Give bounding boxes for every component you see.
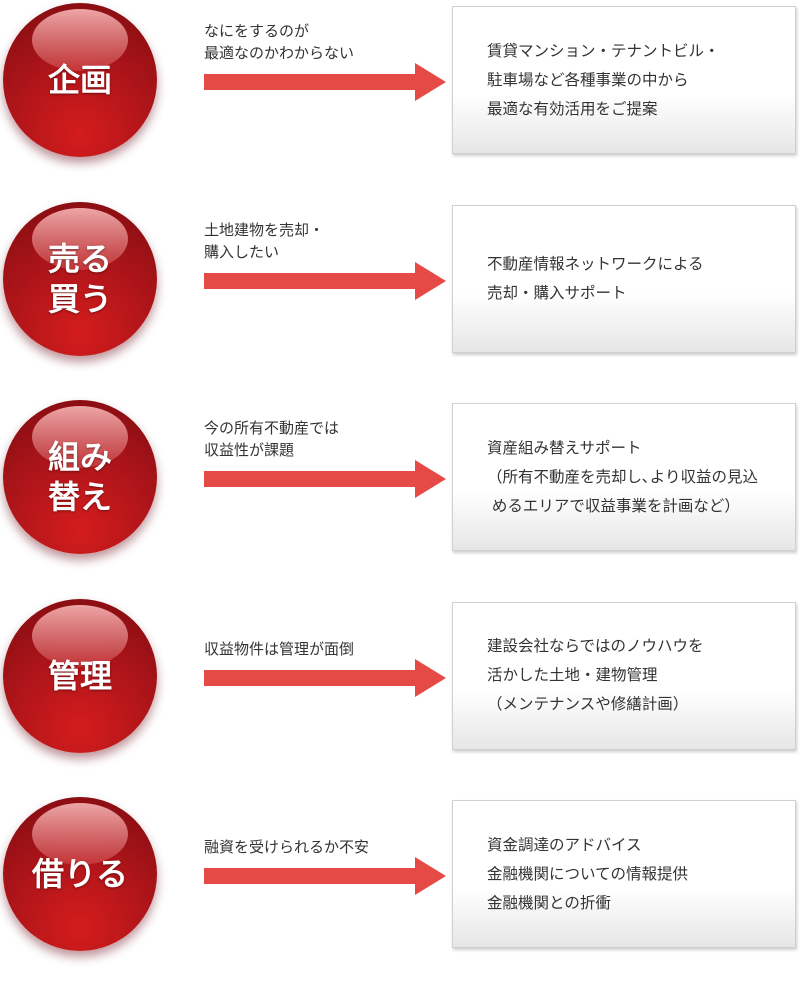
solution-box: 不動産情報ネットワークによる 売却・購入サポート bbox=[452, 204, 796, 353]
category-title: 借りる bbox=[31, 855, 128, 893]
problem-text: 今の所有不動産では 収益性が課題 bbox=[204, 419, 340, 459]
problem-text: なにをするのが 最適なのかわからない bbox=[204, 22, 355, 62]
solution-box: 賃貸マンション・テナントビル・ 駐車場など各種事業の中から 最適な有効活用をご提… bbox=[452, 6, 796, 154]
arrow-right-icon bbox=[204, 261, 446, 300]
solution-box: 建設会社ならではのノウハウを 活かした土地・建物管理 （メンテナンスや修繕計画） bbox=[452, 601, 796, 750]
service-row: 借りる 融資を受けられるか不安 資金調達のアドバイス 金融機関についての情報提供… bbox=[0, 794, 800, 993]
category-title: 組み 替え bbox=[47, 438, 112, 516]
arrow-right-icon bbox=[204, 460, 446, 498]
solution-box: 資金調達のアドバイス 金融機関についての情報提供 金融機関との折衝 bbox=[452, 800, 796, 948]
category-orb: 組み 替え bbox=[3, 400, 157, 554]
arrow-right-icon bbox=[204, 857, 446, 895]
category-title: 売る 買う bbox=[47, 239, 112, 318]
service-row: 管理 収益物件は管理が面倒 建設会社ならではのノウハウを 活かした土地・建物管理… bbox=[0, 596, 800, 795]
solution-box: 資産組み替えサポート （所有不動産を売却し､より収益の見込 めるエリアで収益事業… bbox=[452, 403, 796, 551]
category-orb: 管理 bbox=[3, 598, 157, 753]
solution-text: 不動産情報ネットワークによる 売却・購入サポート bbox=[487, 254, 704, 302]
problem-text: 土地建物を売却・ 購入したい bbox=[204, 220, 325, 261]
service-row: 組み 替え 今の所有不動産では 収益性が課題 資産組み替えサポート （所有不動産… bbox=[0, 397, 800, 596]
category-title: 管理 bbox=[47, 656, 112, 695]
arrow-right-icon bbox=[204, 658, 446, 697]
solution-text: 賃貸マンション・テナントビル・ 駐車場など各種事業の中から 最適な有効活用をご提… bbox=[487, 41, 720, 118]
problem-text: 収益物件は管理が面倒 bbox=[204, 639, 355, 658]
category-title: 企画 bbox=[47, 61, 112, 99]
solution-text: 建設会社ならではのノウハウを 活かした土地・建物管理 （メンテナンスや修繕計画） bbox=[487, 637, 704, 713]
solution-text: 資金調達のアドバイス 金融機関についての情報提供 金融機関との折衝 bbox=[487, 835, 689, 912]
arrow-right-icon bbox=[204, 63, 446, 101]
solution-text: 資産組み替えサポート （所有不動産を売却し､より収益の見込 めるエリアで収益事業… bbox=[487, 438, 758, 515]
service-row: 企画 なにをするのが 最適なのかわからない 賃貸マンション・テナントビル・ 駐車… bbox=[0, 0, 800, 199]
category-orb: 企画 bbox=[3, 3, 157, 157]
service-row: 売る 買う 土地建物を売却・ 購入したい 不動産情報ネットワークによる 売却・購… bbox=[0, 199, 800, 398]
category-orb: 売る 買う bbox=[3, 201, 157, 356]
problem-text: 融資を受けられるか不安 bbox=[204, 838, 370, 856]
category-orb: 借りる bbox=[3, 797, 157, 951]
